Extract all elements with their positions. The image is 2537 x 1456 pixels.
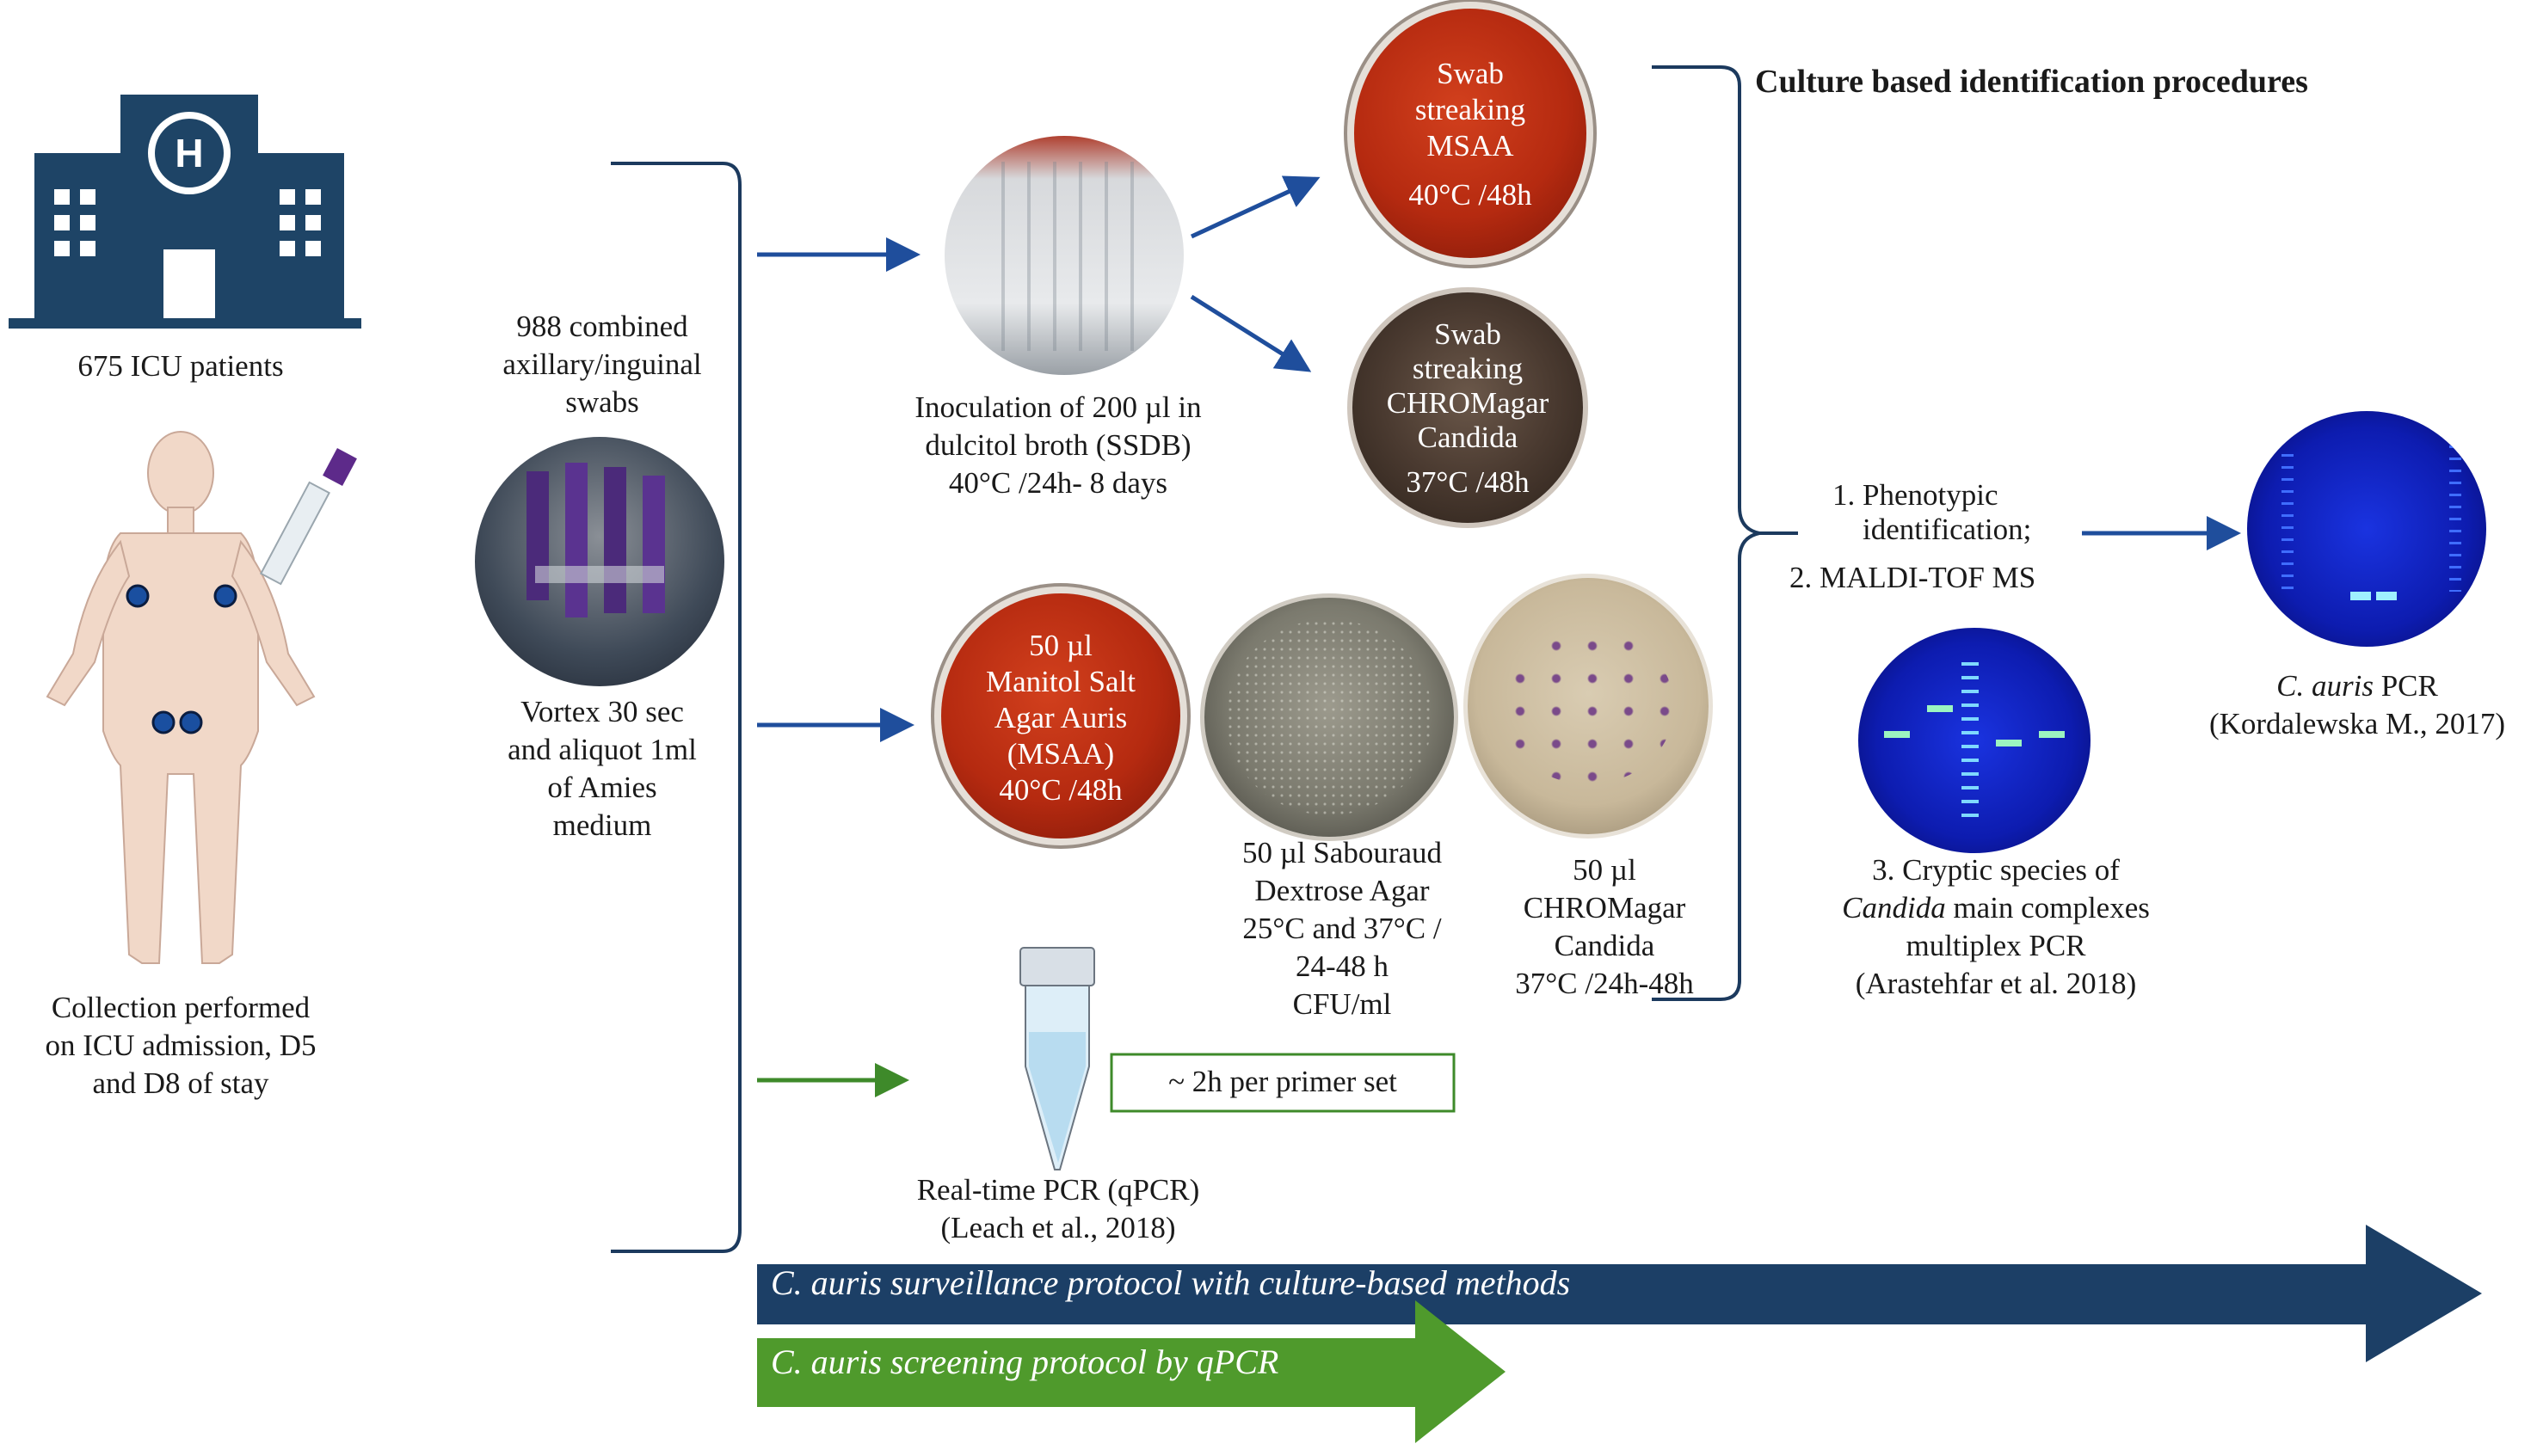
broth-l1: Inoculation of 200 µl in xyxy=(914,390,1202,424)
multiplex-pcr-gel xyxy=(1858,628,2091,853)
left-bracket xyxy=(611,162,742,1253)
msaa-top-l1: Swab xyxy=(1437,57,1504,90)
hospital-text: 675 ICU patients xyxy=(52,347,310,385)
msaa-top-l3: MSAA xyxy=(1426,129,1514,163)
cryptic-l4: (Arastehfar et al. 2018) xyxy=(1855,967,2137,1000)
msaa-top-l2: streaking xyxy=(1414,93,1526,126)
cryptic-l2-rest: main complexes xyxy=(1945,891,2150,925)
msaa-top-l4: 40°C /48h xyxy=(1408,178,1532,212)
sabouraud-l3: 25°C and 37°C / xyxy=(1242,912,1442,945)
patients-count: 675 ICU patients xyxy=(77,349,284,383)
vortex-text: Vortex 30 sec and aliquot 1ml of Amies m… xyxy=(465,693,740,845)
identification-item-2: 2. MALDI-TOF MS xyxy=(1789,561,2036,594)
broth-text: Inoculation of 200 µl in dulcitol broth … xyxy=(877,389,1239,502)
cryptic-text: 3. Cryptic species of Candida main compl… xyxy=(1772,851,2220,1003)
chromagar-top-plate: Swab streaking CHROMagar Candida 37°C /4… xyxy=(1352,292,1583,523)
collection-l3: and D8 of stay xyxy=(92,1066,269,1100)
chromagar-l1: 50 µl xyxy=(1573,853,1636,887)
auris-pcr-ref: (Kordalewska M., 2017) xyxy=(2208,707,2506,740)
swab-tube-icon xyxy=(260,448,357,586)
vortex-l1: Vortex 30 sec xyxy=(520,695,684,728)
collection-l2: on ICU admission, D5 xyxy=(45,1029,317,1062)
surveillance-arrow xyxy=(757,1225,2482,1362)
auris-pcr-italic: C. auris xyxy=(2276,669,2374,703)
chromagar-l3: Candida xyxy=(1554,929,1655,962)
identification-item-1: 1. Phenotypic xyxy=(1832,478,1998,512)
chromagar-l4: 37°C /24h-48h xyxy=(1515,967,1694,1000)
chrom-top-l3: CHROMagar xyxy=(1386,386,1549,420)
sabouraud-l1: 50 µl Sabouraud xyxy=(1241,836,1443,869)
chrom-top-l5: 37°C /48h xyxy=(1406,465,1530,499)
arrow-to-msaa-top xyxy=(1190,175,1321,239)
msaa-mid-l4: (MSAA) xyxy=(1007,737,1115,771)
msaa-mid-l2: Manitol Salt xyxy=(985,665,1136,698)
swabs-text: 988 combined axillary/inguinal swabs xyxy=(465,308,740,421)
sabouraud-l4: 24-48 h xyxy=(1296,949,1389,983)
cryptic-l1: 3. Cryptic species of xyxy=(1872,853,2120,887)
msaa-top-plate: Swab streaking MSAA 40°C /48h xyxy=(1354,9,1586,258)
chrom-top-l1: Swab xyxy=(1434,317,1501,351)
identification-list: 1. Phenotypic identification; 2. MALDI-T… xyxy=(1789,478,2099,595)
swabs-l1: 988 combined xyxy=(516,310,688,343)
broth-tubes-photo xyxy=(945,136,1184,375)
vortex-l3: of Amies xyxy=(547,771,657,804)
swab-tubes-photo xyxy=(475,437,724,686)
chromagar-plate xyxy=(1468,578,1709,834)
screening-arrow xyxy=(757,1300,1506,1443)
chromagar-l2: CHROMagar xyxy=(1523,891,1686,925)
chrom-top-l2: streaking xyxy=(1412,352,1524,385)
hospital-icon xyxy=(9,95,361,329)
cryptic-l3: multiplex PCR xyxy=(1906,929,2086,962)
vortex-l4: medium xyxy=(552,808,652,842)
cryptic-l2-italic: Candida xyxy=(1842,891,1946,925)
sabouraud-plate xyxy=(1204,598,1454,837)
broth-l2: dulcitol broth (SSDB) xyxy=(925,428,1192,462)
msaa-mid-l5: 40°C /48h xyxy=(999,773,1123,807)
cryptic-l2: Candida main complexes xyxy=(1772,889,2220,927)
msaa-mid-l1: 50 µl xyxy=(1029,629,1093,662)
chrom-top-l4: Candida xyxy=(1417,421,1518,454)
sabouraud-text: 50 µl Sabouraud Dextrose Agar 25°C and 3… xyxy=(1196,834,1488,1023)
qpcr-l2: (Leach et al., 2018) xyxy=(940,1211,1176,1244)
msaa-mid-l3: Agar Auris xyxy=(994,701,1128,734)
chromagar-text: 50 µl CHROMagar Candida 37°C /24h-48h xyxy=(1480,851,1729,1003)
swabs-l2: axillary/inguinal xyxy=(502,347,702,381)
auris-pcr-rest: PCR xyxy=(2373,669,2438,703)
hospital-h-letter: H xyxy=(175,131,204,175)
sabouraud-l5: CFU/ml xyxy=(1292,987,1392,1021)
swab-site-markers xyxy=(126,584,237,734)
screening-label: C. auris screening protocol by qPCR xyxy=(771,1342,1279,1381)
page-title: Culture based identification procedures xyxy=(1755,64,2308,100)
arrow-to-chrom-top xyxy=(1190,294,1312,372)
qpcr-box-label: ~ 2h per primer set xyxy=(1168,1065,1397,1098)
identification-item-1b: identification; xyxy=(1863,513,2032,546)
vortex-l2: and aliquot 1ml xyxy=(508,733,697,766)
qpcr-tube-icon xyxy=(1019,947,1095,1170)
auris-pcr-gel xyxy=(2247,411,2486,647)
qpcr-l1: Real-time PCR (qPCR) xyxy=(916,1173,1200,1207)
broth-l3: 40°C /24h- 8 days xyxy=(948,466,1168,500)
auris-pcr-label: C. auris PCR xyxy=(2177,667,2537,705)
qpcr-time-box xyxy=(1110,1053,1456,1113)
collection-l1: Collection performed xyxy=(51,991,311,1024)
collection-text: Collection performed on ICU admission, D… xyxy=(0,989,361,1103)
qpcr-text: Real-time PCR (qPCR) (Leach et al., 2018… xyxy=(877,1171,1239,1247)
qpcr-box-text: ~ 2h per primer set xyxy=(1111,1063,1454,1101)
human-body-figure xyxy=(46,431,316,964)
auris-pcr-text: C. auris PCR (Kordalewska M., 2017) xyxy=(2177,667,2537,743)
swabs-l3: swabs xyxy=(565,385,639,419)
surveillance-label: C. auris surveillance protocol with cult… xyxy=(771,1263,1571,1302)
msaa-mid-plate: 50 µl Manitol Salt Agar Auris (MSAA) 40°… xyxy=(941,593,1180,839)
sabouraud-l2: Dextrose Agar xyxy=(1254,874,1430,907)
